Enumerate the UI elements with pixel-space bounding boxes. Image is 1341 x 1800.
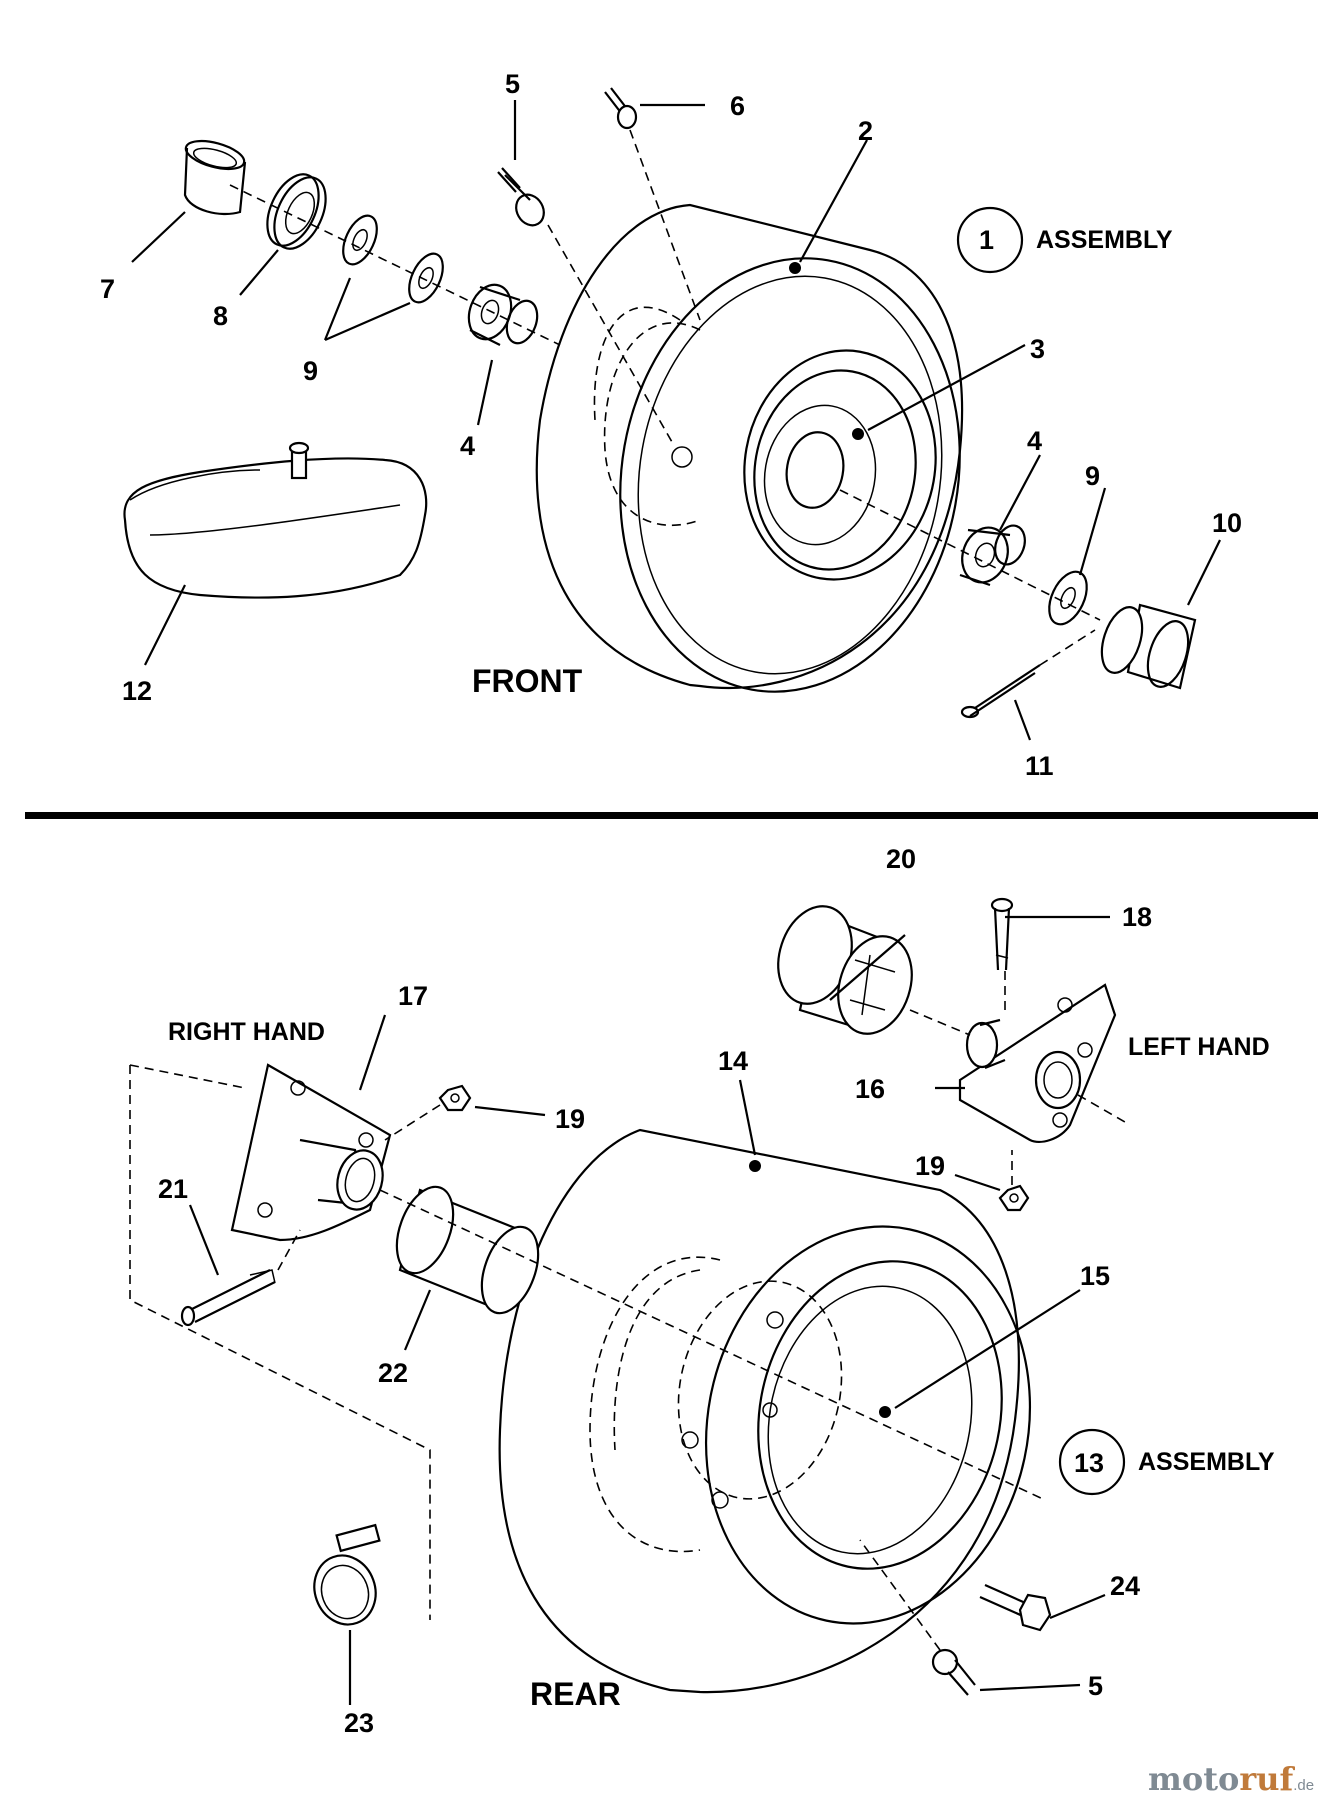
front-tire	[535, 203, 964, 693]
clamp-23	[313, 1523, 381, 1626]
section-divider	[25, 812, 1318, 819]
left-hand-label: LEFT HAND	[1128, 1033, 1270, 1061]
callout-14: 14	[718, 1046, 748, 1076]
callout-4b: 4	[1027, 426, 1042, 456]
bolt-21	[180, 1229, 301, 1327]
callout-7: 7	[100, 274, 115, 304]
svg-text:motoruf.de: motoruf.de	[1148, 1760, 1314, 1798]
labels: 5 6 2 3 7 8 9 4 4 9 10 11 12 FRONT 1 ASS…	[100, 69, 1314, 1798]
bushing-4-left	[467, 283, 539, 346]
watermark-suffix: .de	[1293, 1777, 1314, 1794]
assembly-13-circle	[1058, 1428, 1126, 1496]
callout-19b: 19	[915, 1151, 945, 1181]
assembly-13-number: 13	[1074, 1448, 1104, 1478]
assembly-1-number: 1	[979, 225, 994, 255]
callout-12: 12	[122, 676, 152, 706]
callout-dot	[789, 262, 801, 274]
callout-8: 8	[213, 301, 228, 331]
callout-10: 10	[1212, 508, 1242, 538]
inner-tube-12	[123, 441, 428, 599]
callout-22: 22	[378, 1358, 408, 1388]
rear-tire	[498, 1128, 1032, 1694]
assembly-1-label: ASSEMBLY	[1036, 226, 1173, 254]
fitting-5-rear	[859, 1539, 976, 1696]
fitting-5	[497, 167, 673, 443]
watermark-part2: ruf	[1239, 1760, 1295, 1798]
callout-5-rear: 5	[1088, 1671, 1103, 1701]
assembly-1-circle	[956, 206, 1024, 274]
callout-17: 17	[398, 981, 428, 1011]
cap-10	[1100, 603, 1197, 690]
right-hand-label: RIGHT HAND	[168, 1018, 325, 1046]
bushing-22	[395, 1185, 540, 1315]
valve-6	[604, 87, 701, 321]
cotter-pin-11	[960, 629, 1096, 719]
watermark-logo: motoruf.de	[1148, 1760, 1314, 1798]
bushing-20	[777, 905, 913, 1035]
callout-18: 18	[1122, 902, 1152, 932]
seal-8	[266, 173, 327, 250]
section-rear-label: REAR	[530, 1676, 621, 1712]
front-section	[123, 87, 1221, 741]
bolt-18	[990, 897, 1014, 971]
callout-15: 15	[1080, 1261, 1110, 1291]
hub-16-left-hand	[958, 983, 1117, 1143]
callout-16: 16	[855, 1074, 885, 1104]
callout-9b: 9	[1085, 461, 1100, 491]
callout-24: 24	[1110, 1571, 1140, 1601]
callout-19: 19	[555, 1104, 585, 1134]
callout-6: 6	[730, 91, 745, 121]
assembly-13-label: ASSEMBLY	[1138, 1448, 1275, 1476]
callout-20: 20	[886, 844, 916, 874]
washer-9-right	[1048, 570, 1088, 626]
rear-section	[129, 897, 1126, 1705]
callout-11: 11	[1025, 751, 1054, 781]
front-rim	[593, 306, 937, 581]
nut-19-upper	[384, 1084, 472, 1141]
callout-4: 4	[460, 431, 475, 461]
callout-5: 5	[505, 69, 520, 99]
cap-7	[183, 139, 247, 216]
watermark-part1: moto	[1148, 1760, 1239, 1798]
callout-23: 23	[344, 1708, 374, 1738]
callout-3: 3	[1030, 334, 1045, 364]
nut-19-lower	[998, 1150, 1030, 1212]
callout-9: 9	[303, 356, 318, 386]
bushing-4-right	[959, 524, 1026, 587]
hub-17-right-hand	[230, 1063, 392, 1242]
callout-2: 2	[858, 116, 873, 146]
callout-21: 21	[158, 1174, 188, 1204]
bolt-24	[979, 1583, 1052, 1632]
washers-9	[342, 214, 444, 304]
section-front-label: FRONT	[472, 663, 583, 699]
